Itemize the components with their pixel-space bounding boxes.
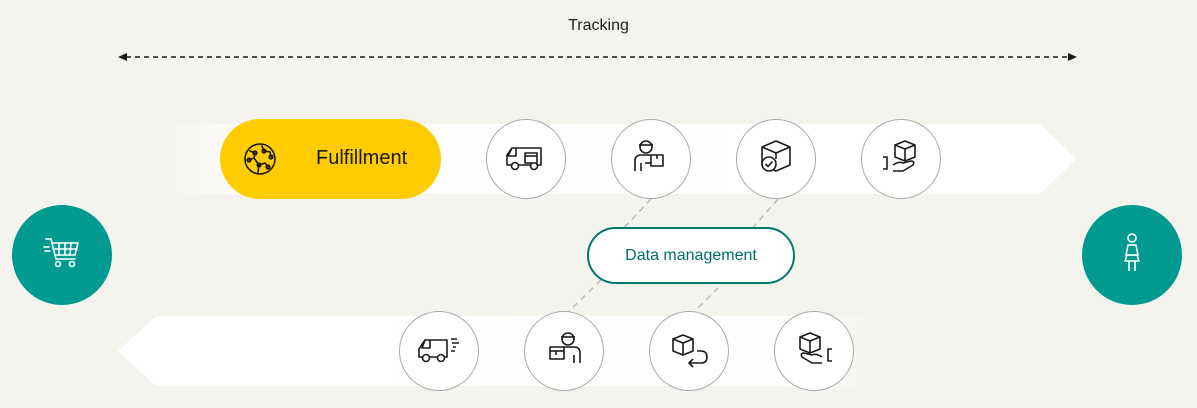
customer-person-icon xyxy=(1117,231,1147,280)
end-node xyxy=(1082,205,1182,305)
step-delivery-truck xyxy=(486,119,566,199)
return-flow-band xyxy=(118,316,880,386)
data-management-pill: Data management xyxy=(587,227,795,284)
step-package-return xyxy=(649,311,729,391)
start-node xyxy=(12,205,112,305)
step-hand-give xyxy=(774,311,854,391)
package-check-icon xyxy=(754,135,798,184)
fast-delivery-van-icon xyxy=(415,331,463,372)
courier-with-package-icon xyxy=(629,135,673,184)
shopping-cart-icon xyxy=(42,233,82,278)
fulfillment-pill: Fulfillment xyxy=(220,119,441,199)
hand-giving-package-icon xyxy=(792,327,836,376)
step-hand-receive xyxy=(861,119,941,199)
step-package-check xyxy=(736,119,816,199)
package-return-arrow-icon xyxy=(667,327,711,376)
data-connectors xyxy=(566,198,779,314)
step-courier-return xyxy=(524,311,604,391)
tracking-title: Tracking xyxy=(568,17,629,34)
globe-network-icon xyxy=(240,139,280,184)
step-courier xyxy=(611,119,691,199)
tracking-arrow xyxy=(118,53,1077,61)
step-fast-delivery xyxy=(399,311,479,391)
fulfillment-label: Fulfillment xyxy=(316,147,408,169)
courier-returning-package-icon xyxy=(542,327,586,376)
hand-receiving-package-icon xyxy=(879,135,923,184)
delivery-truck-package-icon xyxy=(503,137,549,182)
